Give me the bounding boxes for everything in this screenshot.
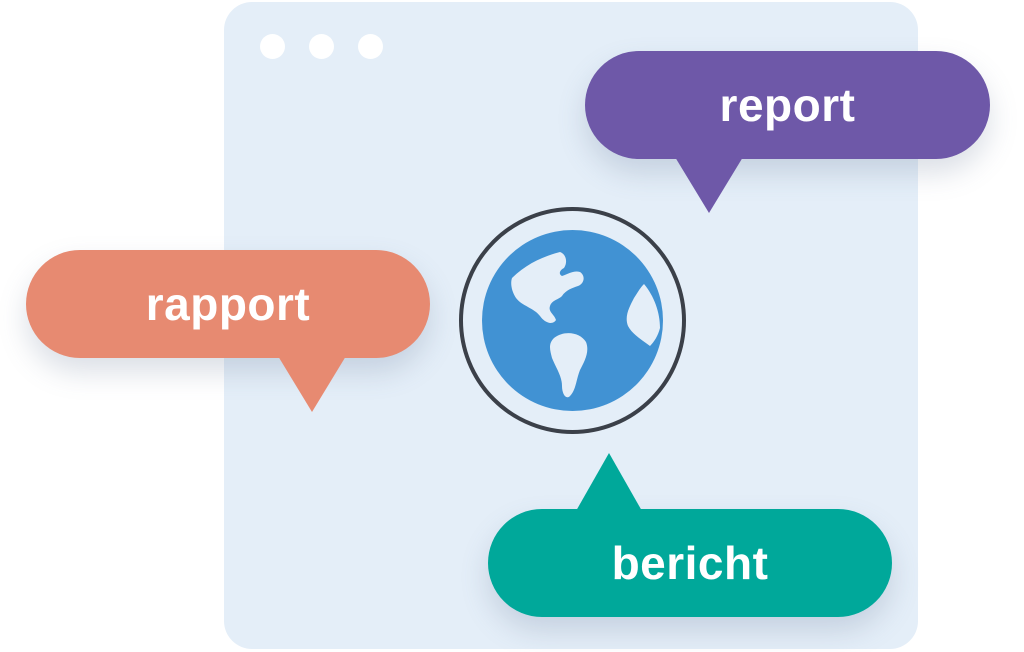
globe-ring — [459, 207, 686, 434]
bubble-tail — [675, 157, 743, 213]
speech-bubble-rapport: rapport — [26, 250, 430, 412]
bubble-tail — [576, 453, 642, 511]
speech-bubble-bericht: bericht — [488, 453, 892, 617]
window-control-dot — [309, 34, 334, 59]
bubble-label: report — [719, 79, 856, 131]
bubble-label: rapport — [145, 278, 311, 330]
speech-bubble-report: report — [585, 51, 990, 213]
window-control-dot — [358, 34, 383, 59]
window-control-dot — [260, 34, 285, 59]
globe-icon — [482, 230, 663, 411]
bubble-tail — [278, 356, 346, 412]
bubble-label: bericht — [611, 537, 769, 589]
